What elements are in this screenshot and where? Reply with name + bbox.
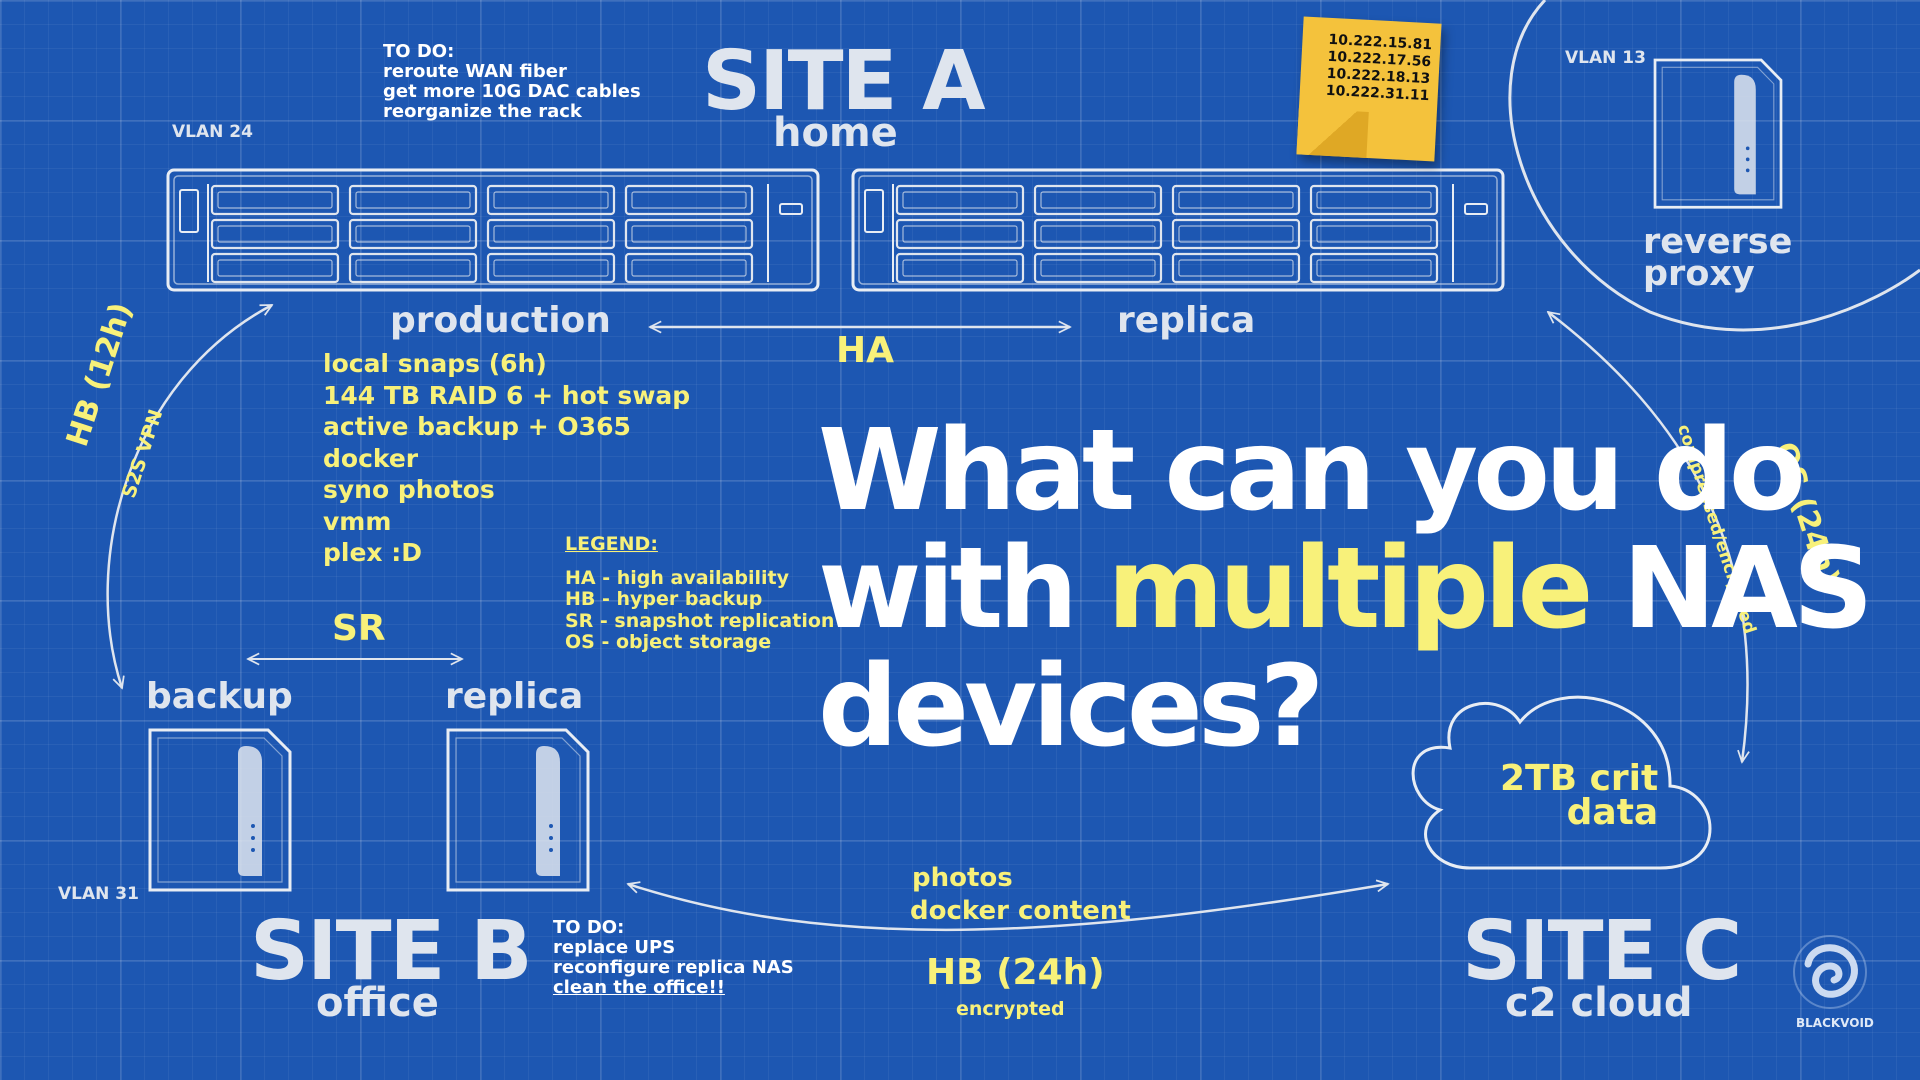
site-b-todo: TO DO: replace UPS reconfigure replica N… <box>553 918 794 998</box>
site-a-todo-heading: TO DO: <box>383 41 455 62</box>
sticky-note-curl <box>1296 108 1369 158</box>
legend-item: HB - hyper backup <box>565 588 763 610</box>
site-a-todo: TO DO: reroute WAN fiber get more 10G DA… <box>383 42 641 122</box>
reverse-proxy-vlan: VLAN 13 <box>1565 48 1646 68</box>
ha-label: HA <box>836 330 894 371</box>
cloud-data-line2: data <box>1566 792 1659 833</box>
site-c-title: SITE C <box>1462 904 1742 999</box>
site-a-todo-item: reroute WAN fiber <box>383 61 567 82</box>
feature-item: syno photos <box>323 475 495 504</box>
site-a-subtitle: home <box>773 110 898 156</box>
feature-item: local snaps (6h) <box>323 349 547 378</box>
cloud-data-label: 2TB crit data <box>1500 758 1659 833</box>
feature-item: docker <box>323 443 419 473</box>
site-a-todo-item: get more 10G DAC cables <box>383 81 641 102</box>
legend: LEGEND: HA - high availability HB - hype… <box>565 533 835 654</box>
production-label: production <box>390 300 611 341</box>
feature-item: 144 TB RAID 6 + hot swap <box>323 380 691 410</box>
reverse-proxy-label-line2: proxy <box>1643 254 1755 294</box>
headline-line2-post: NAS <box>1588 524 1873 654</box>
reverse-proxy-tower <box>1653 58 1783 209</box>
hb24-label: HB (24h) <box>926 952 1105 993</box>
site-b-subtitle: office <box>316 980 439 1026</box>
legend-item: OS - object storage <box>565 631 772 653</box>
site-b-todo-heading: TO DO: <box>553 917 625 938</box>
sticky-note-ips: 10.222.15.81 10.222.17.56 10.222.18.13 1… <box>1325 32 1432 105</box>
sr-label: SR <box>332 608 386 649</box>
cloud-data-line1: 2TB crit <box>1500 758 1659 799</box>
site-b-backup-label: backup <box>146 676 293 717</box>
replica-nas-tower <box>446 728 590 892</box>
headline-line2: with multiple NAS <box>818 530 1873 648</box>
feature-item: vmm <box>323 506 392 536</box>
site-b-vlan: VLAN 31 <box>58 884 139 904</box>
production-nas-rack <box>168 170 818 290</box>
headline-line3: devices? <box>818 642 1325 772</box>
site-b-todo-item: replace UPS <box>553 937 676 958</box>
headline: What can you do with multiple NAS device… <box>818 406 1873 772</box>
headline-line2-pre: with <box>818 524 1108 654</box>
feature-item: plex :D <box>323 538 422 567</box>
hb12-arrow <box>106 303 272 688</box>
legend-item: SR - snapshot replication <box>565 609 835 632</box>
hb24-arrow <box>628 884 1388 932</box>
replica-nas-rack <box>853 170 1503 290</box>
hb24-sublabel: encrypted <box>956 998 1065 1020</box>
site-a-todo-item: reorganize the rack <box>383 101 582 122</box>
site-b-todo-item: clean the office!! <box>553 977 725 998</box>
headline-line1: What can you do <box>818 406 1806 536</box>
blackvoid-logo <box>1793 935 1867 1009</box>
headline-highlight: multiple <box>1107 524 1593 654</box>
legend-heading: LEGEND: <box>565 533 658 555</box>
site-a-replica-label: replica <box>1117 300 1256 341</box>
reverse-proxy-circle <box>1508 0 1920 332</box>
site-c-subtitle: c2 cloud <box>1505 980 1693 1026</box>
sticky-note: 10.222.15.81 10.222.17.56 10.222.18.13 1… <box>1296 16 1442 162</box>
production-feature-list: local snaps (6h) 144 TB RAID 6 + hot swa… <box>323 348 690 569</box>
feature-item: active backup + O365 <box>323 412 631 441</box>
backup-nas-tower <box>148 728 292 892</box>
os-arrow <box>1548 312 1748 762</box>
site-b-todo-item: reconfigure replica NAS <box>553 957 794 978</box>
hb24-item-docker: docker content <box>910 896 1131 926</box>
brand-name: BLACKVOID <box>1796 1016 1874 1030</box>
hb24-item-photos: photos <box>912 863 1013 893</box>
reverse-proxy-label-line1: reverse <box>1643 222 1793 262</box>
reverse-proxy-label: reverse proxy <box>1643 222 1793 294</box>
site-a-title: SITE A <box>702 34 986 129</box>
site-b-title: SITE B <box>250 904 533 999</box>
cloud-icon <box>1411 695 1712 870</box>
site-a-vlan: VLAN 24 <box>172 122 253 142</box>
legend-item: HA - high availability <box>565 566 789 589</box>
site-b-replica-label: replica <box>445 676 584 717</box>
